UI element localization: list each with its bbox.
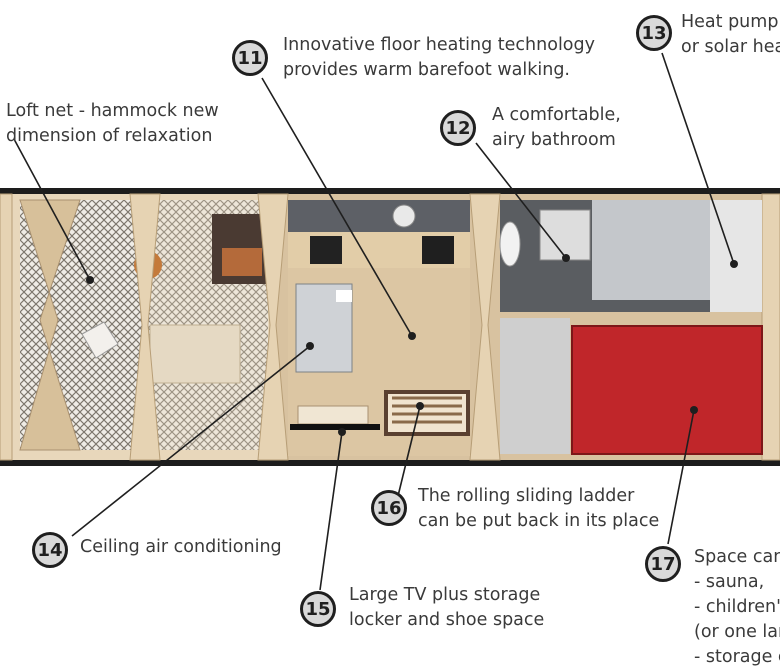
callout-12-line-1: A comfortable, <box>492 105 621 125</box>
kitchen-counter <box>288 200 470 238</box>
callout-13-line-1: Heat pump <box>681 12 779 32</box>
ladder <box>384 390 470 436</box>
callout-15-line-1: Large TV plus storage <box>349 585 541 605</box>
callout-14-line-1: Ceiling air conditioning <box>80 537 282 557</box>
pillow <box>81 321 119 359</box>
callout-13-line-2: or solar hea <box>681 37 780 57</box>
callout-17-line-1: Space can <box>694 547 780 567</box>
fridge-shadow <box>336 290 352 302</box>
loft-net-line-2: dimension of relaxation <box>6 126 213 146</box>
callout-12-badge: 12 <box>440 110 476 146</box>
leader-lines <box>13 52 735 591</box>
callout-16-badge: 16 <box>371 490 407 526</box>
sofa-cushion <box>222 248 262 276</box>
callout-16-line-1: The rolling sliding ladder <box>418 486 635 506</box>
cooktop <box>310 236 342 264</box>
callout-13-badge: 13 <box>636 15 672 51</box>
loft-net-line-1: Loft net - hammock new <box>6 101 219 121</box>
callout-17-line-4: (or one lar <box>694 622 780 642</box>
callout-11-badge: 11 <box>232 40 268 76</box>
wood-ribs <box>0 193 780 461</box>
sink <box>392 204 416 228</box>
toilet <box>499 221 521 267</box>
callout-17-line-3: - children' <box>694 597 780 617</box>
storage-floor <box>500 318 570 454</box>
callout-11-line-2: provides warm barefoot walking. <box>283 60 570 80</box>
callout-14-badge: 14 <box>32 532 68 568</box>
sink-dark <box>422 236 454 264</box>
red-room <box>571 325 763 455</box>
tv-bar <box>290 424 380 430</box>
callout-17-line-5: - storage c <box>694 647 780 667</box>
callout-12-line-2: airy bathroom <box>492 130 616 150</box>
x-brace <box>19 199 81 451</box>
callout-17-line-2: - sauna, <box>694 572 765 592</box>
leader-dots <box>86 254 738 436</box>
bench <box>297 405 369 425</box>
shower-glass <box>592 200 710 300</box>
callout-15-line-2: locker and shoe space <box>349 610 545 630</box>
callout-15-badge: 15 <box>300 591 336 627</box>
callout-11-line-1: Innovative floor heating technology <box>283 35 595 55</box>
callout-17-badge: 17 <box>645 546 681 582</box>
callout-16-line-2: can be put back in its place <box>418 511 660 531</box>
rug <box>149 324 241 384</box>
